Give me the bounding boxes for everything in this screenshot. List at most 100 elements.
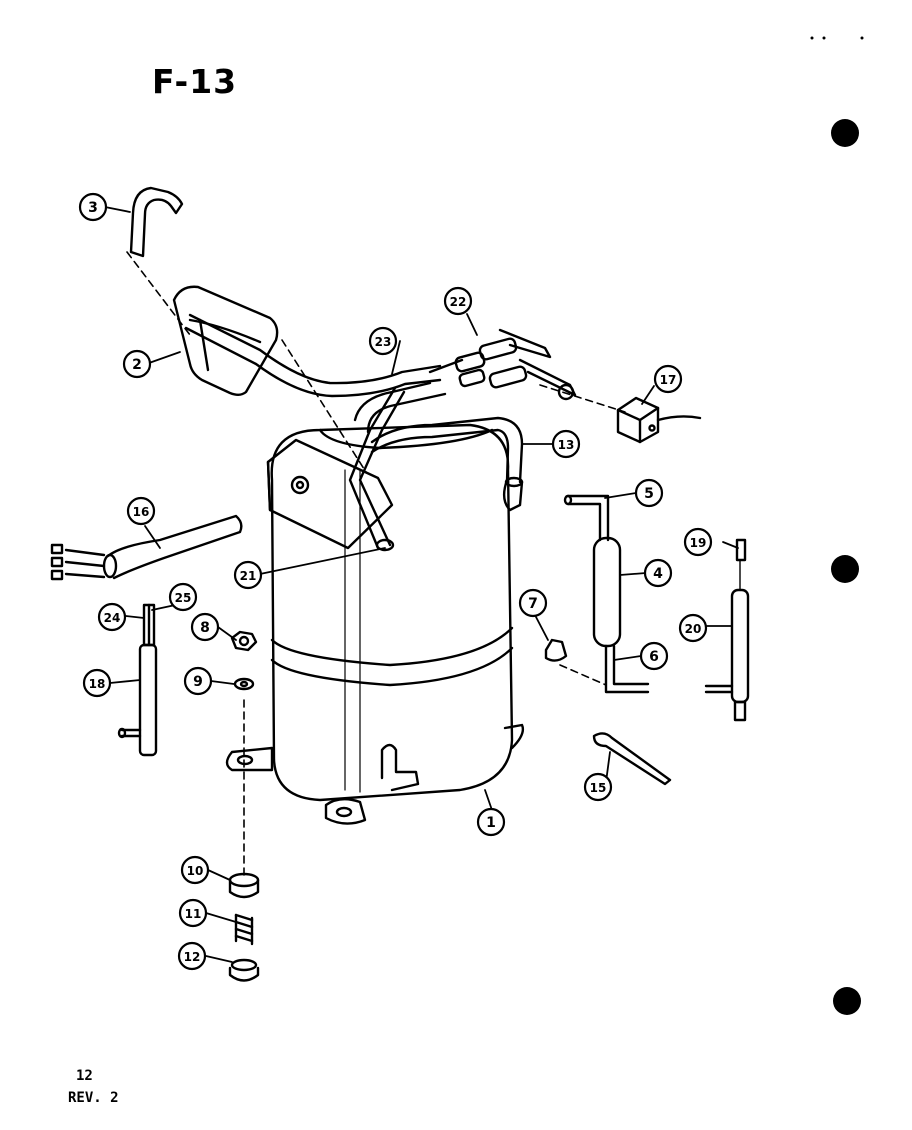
part-grommet bbox=[228, 872, 260, 899]
callout-label: 7 bbox=[528, 596, 538, 612]
callout-label: 13 bbox=[558, 438, 575, 452]
callout-label: 22 bbox=[450, 295, 467, 309]
callout-label: 24 bbox=[104, 611, 121, 625]
callout-circle bbox=[634, 478, 664, 508]
callout-circle bbox=[678, 613, 708, 643]
callout-11: 11 bbox=[178, 898, 208, 928]
callout-label: 5 bbox=[644, 486, 654, 502]
callout-21: 21 bbox=[233, 560, 263, 590]
callout-circle bbox=[368, 326, 398, 356]
callout-label: 1 bbox=[486, 815, 496, 831]
callout-17: 17 bbox=[653, 364, 683, 394]
callout-label: 10 bbox=[187, 864, 204, 878]
callout-7: 7 bbox=[518, 588, 548, 618]
part-tie-strap bbox=[592, 732, 672, 786]
part-wire-harness bbox=[50, 514, 243, 581]
part-base-cup bbox=[228, 958, 260, 982]
callout-label: 16 bbox=[133, 505, 150, 519]
part-connector-block bbox=[616, 396, 702, 444]
callout-label: 3 bbox=[88, 200, 98, 216]
revision-label: REV. 2 bbox=[68, 1090, 119, 1106]
callout-19: 19 bbox=[683, 527, 713, 557]
callout-circle bbox=[190, 612, 220, 642]
callout-13: 13 bbox=[551, 429, 581, 459]
callout-25: 25 bbox=[168, 582, 198, 612]
callout-label: 15 bbox=[590, 781, 607, 795]
callout-23: 23 bbox=[368, 326, 398, 356]
callout-6: 6 bbox=[639, 641, 669, 671]
part-accumulator bbox=[563, 494, 650, 694]
page-number: 12 bbox=[76, 1068, 93, 1084]
callout-label: 17 bbox=[660, 373, 677, 387]
part-spring bbox=[234, 913, 254, 946]
part-muffler bbox=[172, 285, 279, 396]
callout-circle bbox=[183, 666, 213, 696]
part-tube-assembly bbox=[117, 603, 158, 757]
part-washer bbox=[233, 677, 255, 691]
callout-label: 12 bbox=[184, 950, 201, 964]
callout-circle bbox=[653, 364, 683, 394]
callout-24: 24 bbox=[97, 602, 127, 632]
part-rubber-boot bbox=[544, 638, 568, 662]
callout-label: 9 bbox=[193, 674, 203, 690]
callout-label: 18 bbox=[89, 677, 106, 691]
callout-label: 8 bbox=[200, 620, 210, 636]
callout-circle bbox=[683, 527, 713, 557]
part-terminal-cover bbox=[266, 438, 394, 550]
callout-label: 25 bbox=[175, 591, 192, 605]
callout-label: 2 bbox=[132, 357, 142, 373]
callout-label: 19 bbox=[690, 536, 707, 550]
callout-circle bbox=[97, 602, 127, 632]
callout-10: 10 bbox=[180, 855, 210, 885]
callout-circle bbox=[583, 772, 613, 802]
callout-label: 21 bbox=[240, 569, 257, 583]
callout-circle bbox=[168, 582, 198, 612]
callout-label: 6 bbox=[649, 649, 659, 665]
callout-circle bbox=[82, 668, 112, 698]
callout-1: 1 bbox=[476, 807, 506, 837]
callout-20: 20 bbox=[678, 613, 708, 643]
part-filter-drier bbox=[704, 538, 750, 722]
callout-label: 20 bbox=[685, 622, 702, 636]
callout-circle bbox=[180, 855, 210, 885]
part-nut bbox=[230, 630, 258, 652]
binder-hole-middle bbox=[831, 555, 859, 583]
part-discharge-tube bbox=[370, 416, 524, 512]
callout-circle bbox=[178, 898, 208, 928]
binder-hole-top bbox=[831, 119, 859, 147]
callout-4: 4 bbox=[643, 558, 673, 588]
binder-holes bbox=[810, 36, 864, 1015]
callout-5: 5 bbox=[634, 478, 664, 508]
binder-hole-bottom bbox=[833, 987, 861, 1015]
callout-label: 23 bbox=[375, 335, 392, 349]
callout-9: 9 bbox=[183, 666, 213, 696]
callout-circle bbox=[177, 941, 207, 971]
callout-circle bbox=[518, 588, 548, 618]
callout-16: 16 bbox=[126, 496, 156, 526]
callout-label: 11 bbox=[185, 907, 202, 921]
part-bracket bbox=[129, 186, 184, 258]
callout-2: 2 bbox=[122, 349, 152, 379]
callout-15: 15 bbox=[583, 772, 613, 802]
callout-circle bbox=[78, 192, 108, 222]
callout-22: 22 bbox=[443, 286, 473, 316]
callout-circle bbox=[476, 807, 506, 837]
callout-circle bbox=[639, 641, 669, 671]
callout-3: 3 bbox=[78, 192, 108, 222]
callout-circle bbox=[233, 560, 263, 590]
callout-circle bbox=[643, 558, 673, 588]
callout-circle bbox=[551, 429, 581, 459]
callout-label: 4 bbox=[653, 566, 663, 582]
callout-circle bbox=[126, 496, 156, 526]
part-valve-fittings bbox=[454, 328, 577, 401]
callout-circle bbox=[122, 349, 152, 379]
figure-title: F-13 bbox=[152, 62, 238, 101]
part-compressor bbox=[225, 423, 525, 825]
callout-circle bbox=[443, 286, 473, 316]
leader-lines bbox=[104, 206, 739, 963]
callout-18: 18 bbox=[82, 668, 112, 698]
part-suction-tube bbox=[184, 313, 464, 552]
